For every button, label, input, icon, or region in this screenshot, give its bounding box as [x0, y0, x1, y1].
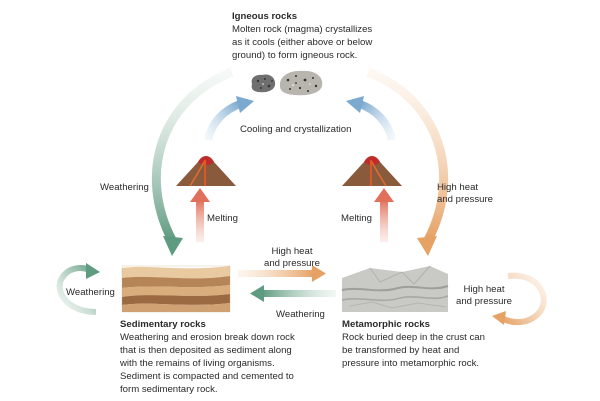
- igneous-title: Igneous rocks: [232, 11, 298, 22]
- cooling-right-arrow: [346, 96, 396, 142]
- sedimentary-description: Sedimentary rocks Weathering and erosion…: [120, 318, 306, 396]
- volcano-left-illustration: [176, 156, 236, 187]
- weathering-big-arrow: [151, 67, 234, 256]
- high-heat-loop-label: High heat and pressure: [452, 284, 516, 308]
- weathering-mid-arrow: [250, 285, 336, 302]
- high-heat-mid-arrow: [238, 265, 326, 282]
- volcano-right-illustration: [342, 156, 402, 187]
- weathering-loop-label: Weathering: [66, 287, 115, 298]
- melting-right-label: Melting: [341, 213, 372, 224]
- high-heat-loop-line2: and pressure: [456, 296, 512, 307]
- igneous-rocks-illustration: [251, 70, 323, 96]
- metamorphic-rock-illustration: [341, 265, 449, 312]
- weathering-loop-arrow: [56, 263, 100, 315]
- weathering-mid-label: Weathering: [276, 309, 325, 320]
- igneous-description: Igneous rocks Molten rock (magma) crysta…: [232, 10, 374, 62]
- cooling-left-arrow: [204, 96, 254, 142]
- sedimentary-title: Sedimentary rocks: [120, 319, 206, 330]
- metamorphic-body: Rock buried deep in the crust can be tra…: [342, 332, 485, 369]
- metamorphic-title: Metamorphic rocks: [342, 319, 430, 330]
- sedimentary-rock-illustration: [121, 265, 231, 313]
- high-heat-mid-line2: and pressure: [264, 258, 320, 269]
- high-heat-mid-label: High heat and pressure: [262, 246, 322, 270]
- metamorphic-description: Metamorphic rocks Rock buried deep in th…: [342, 318, 494, 370]
- high-heat-big-arrow: [366, 67, 449, 256]
- melting-right-arrow: [374, 188, 394, 242]
- sedimentary-body: Weathering and erosion break down rock t…: [120, 332, 295, 395]
- high-heat-mid-line1: High heat: [271, 246, 313, 257]
- weathering-left-label: Weathering: [100, 182, 149, 193]
- melting-left-label: Melting: [207, 213, 238, 224]
- high-heat-loop-line1: High heat: [463, 284, 505, 295]
- cooling-label: Cooling and crystallization: [240, 124, 352, 135]
- high-heat-right-line2: and pressure: [437, 194, 493, 205]
- melting-left-arrow: [190, 188, 210, 242]
- high-heat-right-label: High heat and pressure: [437, 182, 493, 206]
- igneous-body: Molten rock (magma) crystallizes as it c…: [232, 24, 373, 61]
- high-heat-right-line1: High heat: [437, 182, 479, 193]
- high-heat-loop-arrow: [492, 272, 547, 326]
